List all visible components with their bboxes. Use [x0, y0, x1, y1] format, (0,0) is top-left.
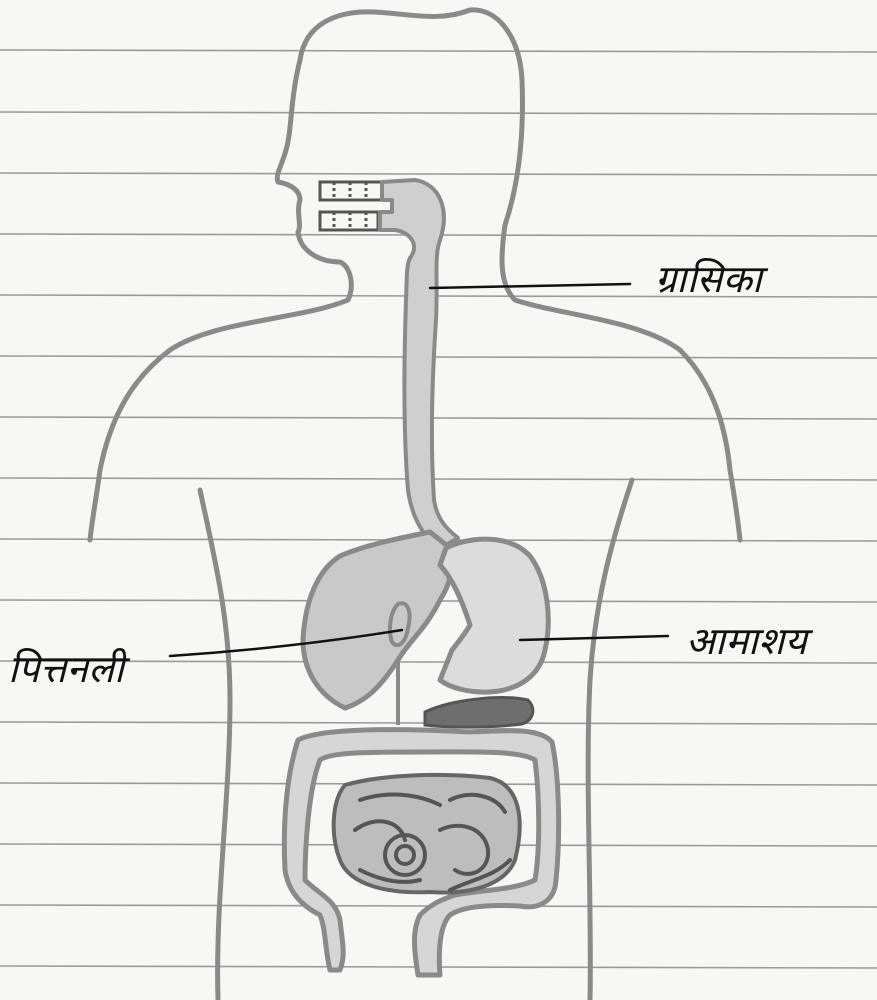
label-oesophagus: ग्रासिका — [655, 252, 762, 304]
label-stomach: आमाशय — [686, 614, 807, 666]
teeth — [320, 182, 382, 230]
stomach — [440, 539, 548, 692]
leader-oesophagus — [430, 284, 630, 288]
right-arm-inner — [588, 480, 632, 1000]
liver — [303, 532, 452, 708]
pancreas — [425, 698, 533, 727]
label-bile-duct: पित्तनली — [8, 642, 124, 694]
left-arm-inner — [200, 490, 230, 1000]
gall-bladder — [390, 603, 410, 645]
